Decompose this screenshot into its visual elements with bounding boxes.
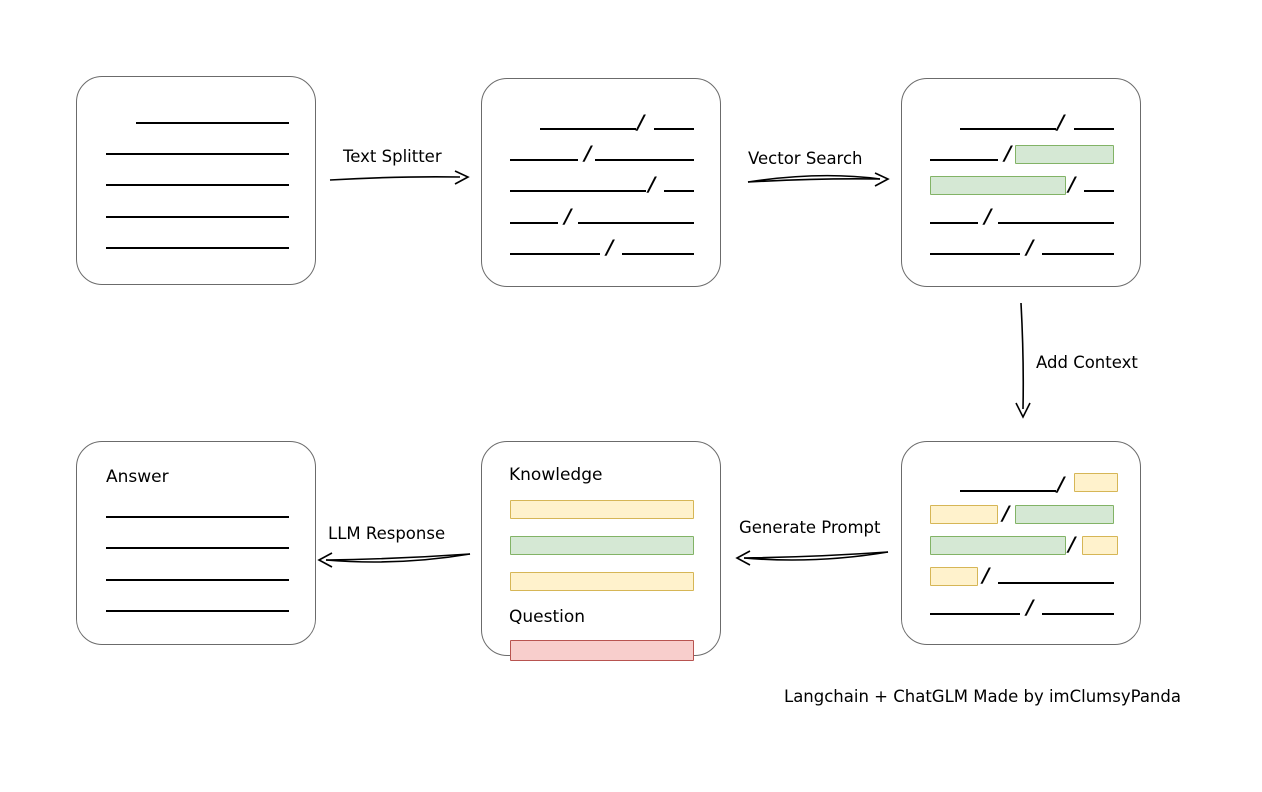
highlight-chip-green	[1015, 505, 1114, 524]
text-rule	[510, 222, 558, 224]
chunk-divider: /	[1057, 110, 1065, 134]
text-rule	[960, 490, 1056, 492]
arrow-label-generate-prompt: Generate Prompt	[739, 518, 881, 537]
box-source-document[interactable]	[76, 76, 316, 285]
text-rule	[510, 253, 600, 255]
text-rule	[540, 128, 636, 130]
text-rule	[1074, 128, 1114, 130]
text-rule	[106, 579, 289, 581]
text-rule	[1084, 190, 1114, 192]
chunk-divider: /	[606, 235, 614, 259]
text-rule	[106, 516, 289, 518]
text-rule	[960, 128, 1056, 130]
chunk-divider: /	[982, 563, 990, 587]
knowledge-bar	[510, 572, 694, 591]
highlight-chip-yellow	[1074, 473, 1118, 492]
highlight-chip-yellow	[930, 567, 978, 586]
arrow-llm-response	[317, 552, 471, 568]
box-prompt[interactable]: Knowledge Question	[481, 441, 721, 661]
arrow-label-llm-response: LLM Response	[328, 524, 446, 543]
chunk-divider: /	[584, 141, 592, 165]
text-rule	[930, 253, 1020, 255]
prompt-question-heading: Question	[509, 607, 586, 627]
chunk-divider: /	[1004, 141, 1012, 165]
text-rule	[578, 222, 694, 224]
text-rule	[622, 253, 694, 255]
knowledge-bar	[510, 536, 694, 555]
box-answer[interactable]: Answer	[76, 441, 316, 645]
text-rule	[136, 122, 289, 124]
chunk-divider: /	[984, 204, 992, 228]
text-rule	[106, 547, 289, 549]
text-rule	[106, 216, 289, 218]
footer-credit: Langchain + ChatGLM Made by imClumsyPand…	[784, 687, 1181, 706]
text-rule	[998, 582, 1114, 584]
knowledge-bar	[510, 500, 694, 519]
text-rule	[106, 153, 289, 155]
chunk-divider: /	[1026, 595, 1034, 619]
highlight-chip-yellow	[1082, 536, 1118, 555]
arrow-text-splitter	[329, 170, 470, 185]
box-matched-chunks[interactable]: / / / / /	[901, 78, 1141, 287]
prompt-knowledge-heading: Knowledge	[509, 465, 603, 485]
arrow-label-add-context: Add Context	[1036, 353, 1138, 372]
chunk-divider: /	[1068, 172, 1076, 196]
chunk-divider: /	[1026, 235, 1034, 259]
answer-heading: Answer	[106, 467, 169, 487]
chunk-divider: /	[648, 172, 656, 196]
text-rule	[510, 190, 646, 192]
text-rule	[1042, 253, 1114, 255]
highlight-chip-green	[930, 176, 1066, 195]
arrow-generate-prompt	[735, 550, 889, 566]
text-rule	[106, 610, 289, 612]
text-rule	[930, 222, 978, 224]
highlight-chip-green	[930, 536, 1066, 555]
arrow-add-context	[1015, 302, 1031, 419]
box-split-chunks[interactable]: / / / / /	[481, 78, 721, 287]
text-rule	[106, 247, 289, 249]
highlight-chip-yellow	[930, 505, 998, 524]
question-bar	[510, 640, 694, 661]
chunk-divider: /	[564, 204, 572, 228]
text-rule	[930, 613, 1020, 615]
text-rule	[930, 159, 998, 161]
text-rule	[595, 159, 694, 161]
arrow-vector-search	[747, 172, 890, 187]
text-rule	[654, 128, 694, 130]
text-rule	[664, 190, 694, 192]
arrow-label-vector-search: Vector Search	[748, 149, 863, 168]
chunk-divider: /	[1057, 472, 1065, 496]
text-rule	[998, 222, 1114, 224]
arrow-label-text-splitter: Text Splitter	[343, 147, 442, 166]
box-context-chunks[interactable]: / / / / /	[901, 441, 1141, 645]
chunk-divider: /	[1002, 501, 1010, 525]
chunk-divider: /	[1068, 532, 1076, 556]
text-rule	[510, 159, 578, 161]
highlight-chip-green	[1015, 145, 1114, 164]
chunk-divider: /	[637, 110, 645, 134]
text-rule	[1042, 613, 1114, 615]
text-rule	[106, 184, 289, 186]
